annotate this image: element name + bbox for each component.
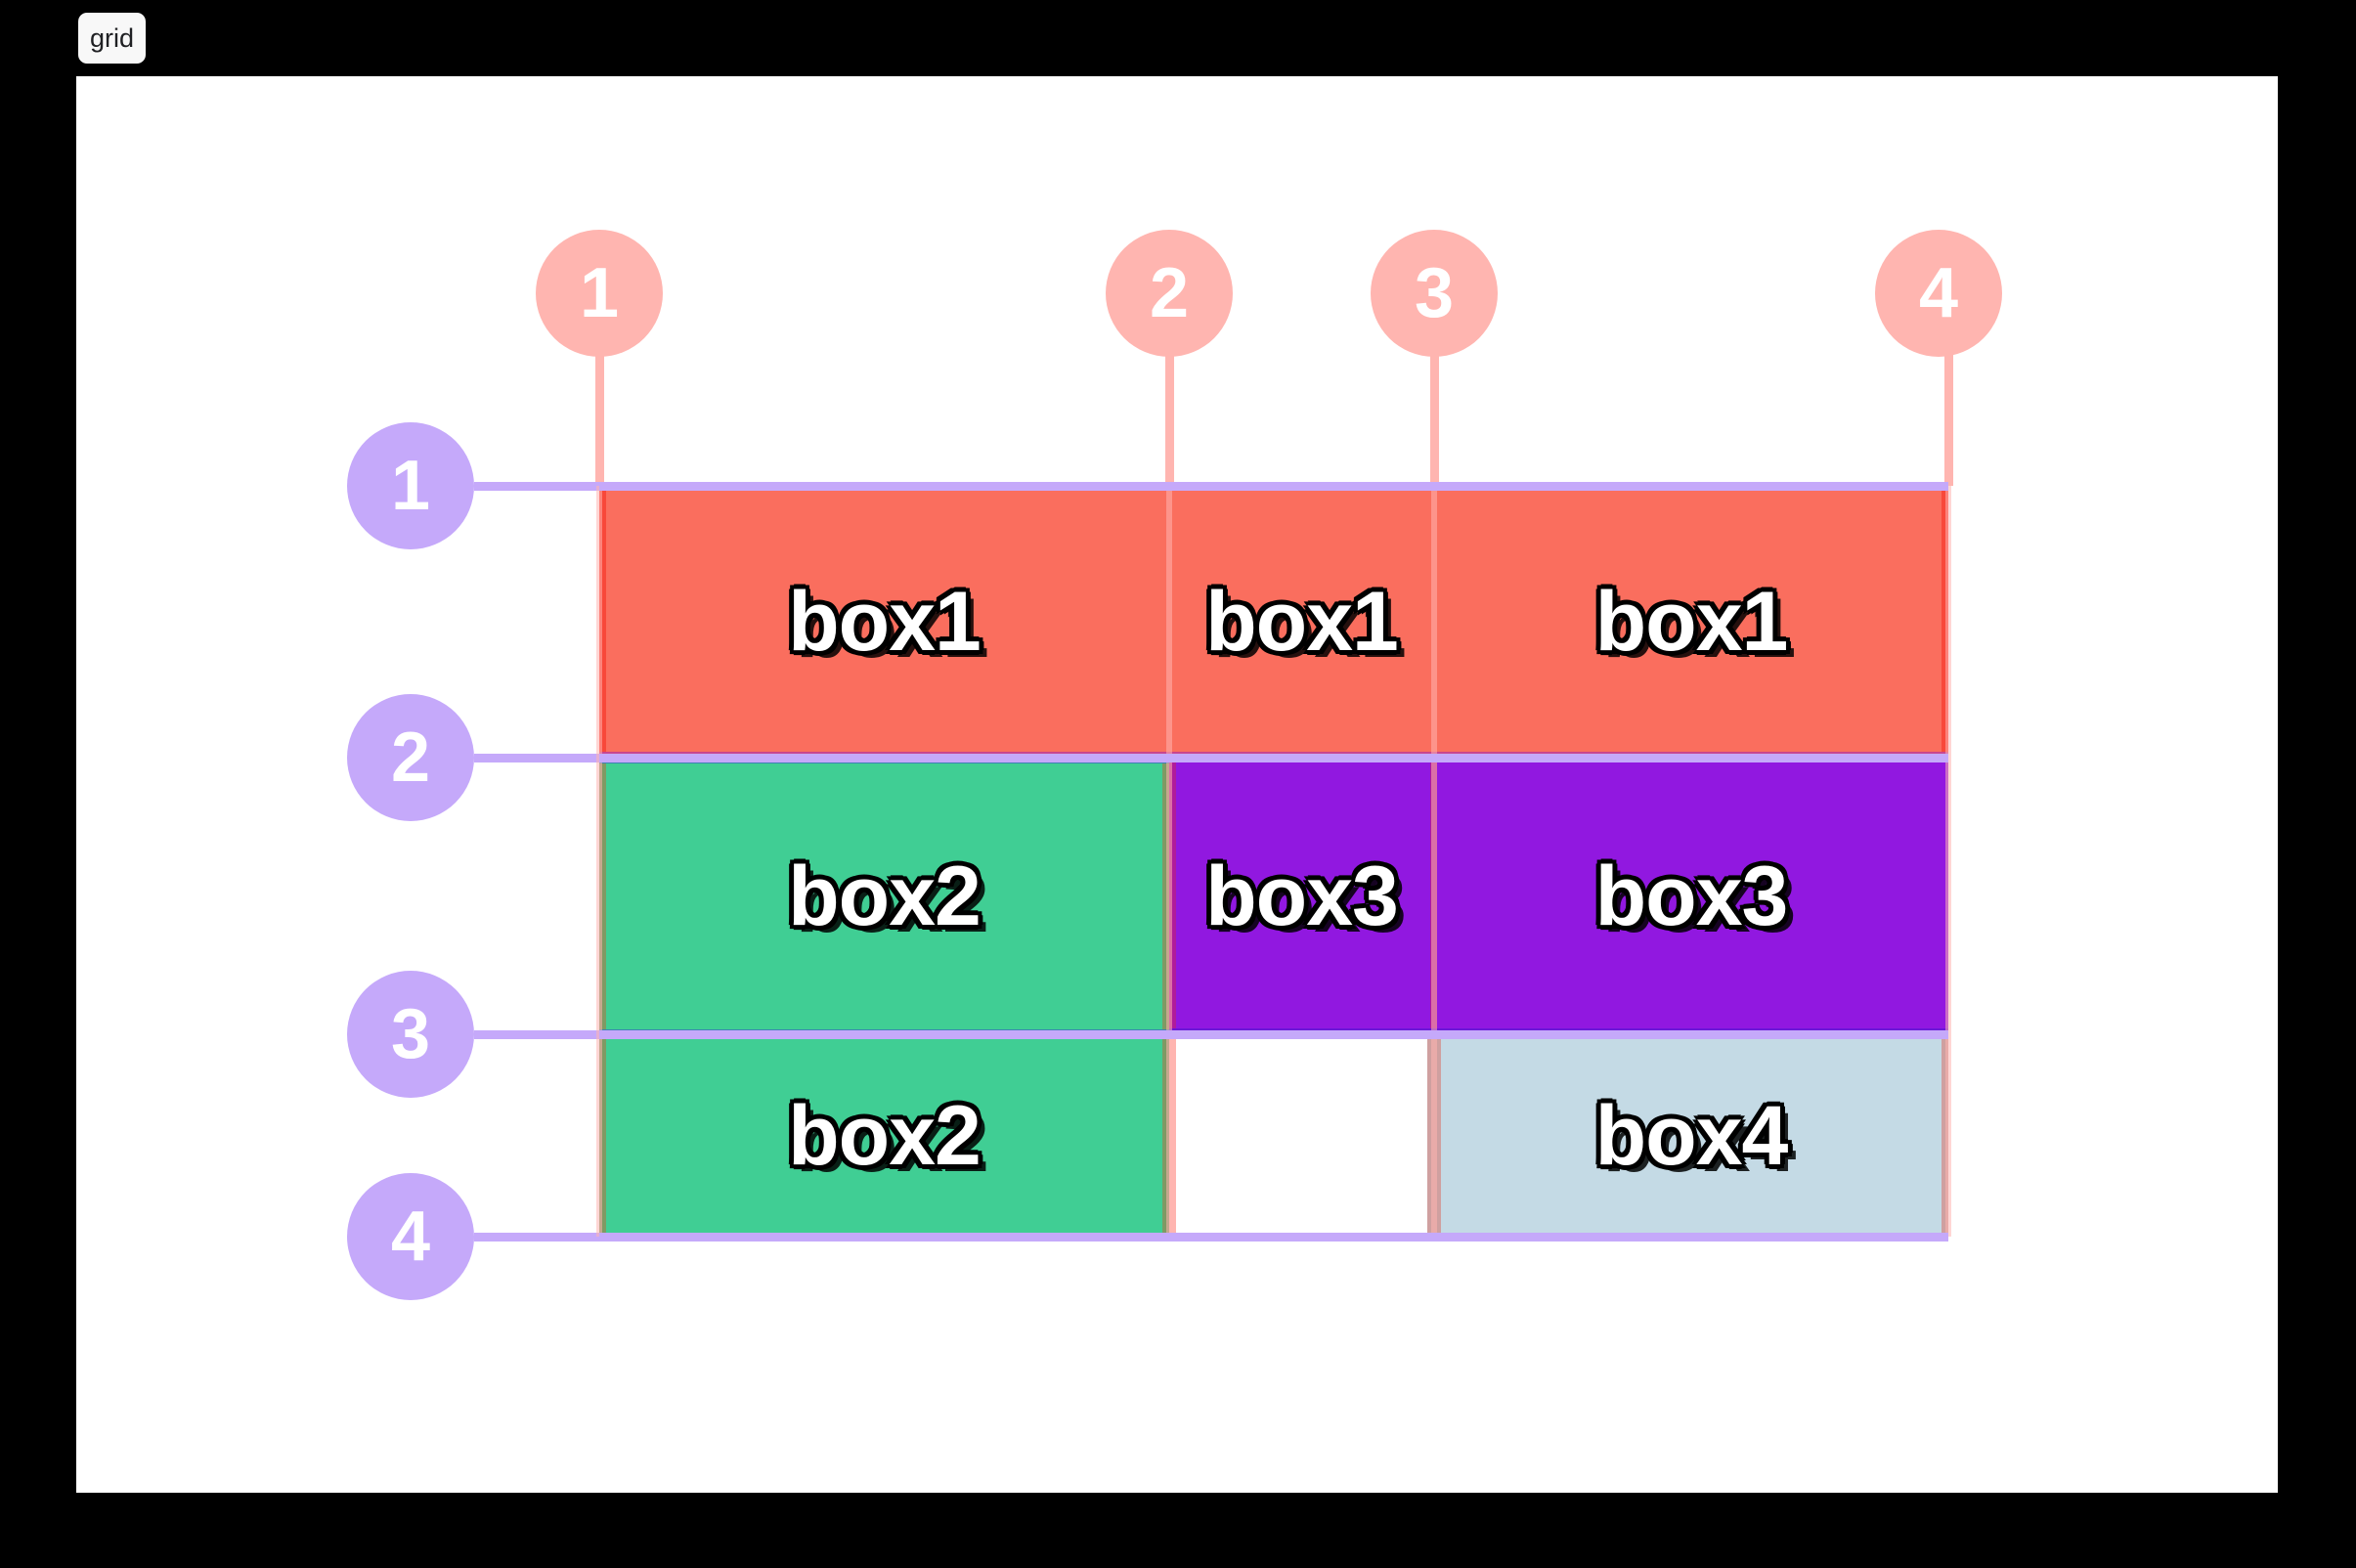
grid-row-line-4	[599, 1233, 1948, 1241]
column-line-badge-1[interactable]: 1	[536, 230, 663, 357]
item-outline-box2-left	[599, 758, 606, 1237]
column-line-badge-3[interactable]: 3	[1371, 230, 1498, 357]
row-line-badge-1[interactable]: 1	[347, 422, 474, 549]
grid-cell-empty[interactable]	[1169, 1034, 1434, 1237]
grid-cell-label: box3	[1205, 849, 1399, 943]
grid-column-line-3	[1431, 486, 1437, 1237]
grid-overlay-badge[interactable]: grid	[78, 13, 147, 64]
grid-cell-box1-a[interactable]: box1	[599, 486, 1169, 758]
grid-cell-label: box2	[788, 1088, 982, 1183]
grid-cell-label: box2	[788, 849, 982, 943]
column-stem-1	[595, 293, 604, 486]
grid-cell-label: box1	[1205, 575, 1399, 669]
row-line-badge-4[interactable]: 4	[347, 1173, 474, 1300]
grid-cell-label: box1	[788, 575, 982, 669]
grid-cell-label: box1	[1594, 575, 1789, 669]
item-outline-box3-left	[1169, 758, 1176, 1034]
item-outline-empty-right	[1427, 1034, 1434, 1237]
column-line-badge-2-label: 2	[1149, 254, 1190, 332]
column-line-badge-4-label: 4	[1918, 254, 1959, 332]
column-line-badge-4[interactable]: 4	[1875, 230, 2002, 357]
column-stem-2	[1165, 293, 1174, 486]
grid-cell-box4-a[interactable]: box4	[1434, 1034, 1948, 1237]
grid-row-line-2	[599, 754, 1948, 762]
row-line-badge-1-label: 1	[390, 447, 431, 525]
grid-container: box1 box1 box1 box2 box3 box3 box2 box4	[599, 486, 1948, 1237]
grid-cell-box2-b[interactable]: box2	[599, 1034, 1169, 1237]
grid-cell-box3-b[interactable]: box3	[1434, 758, 1948, 1034]
grid-cell-box1-c[interactable]: box1	[1434, 486, 1948, 758]
row-line-badge-2-label: 2	[390, 719, 431, 797]
grid-cell-label: box3	[1594, 849, 1789, 943]
column-line-badge-1-label: 1	[579, 254, 620, 332]
grid-column-line-1	[596, 486, 602, 1237]
item-outline-empty-left	[1169, 1034, 1176, 1237]
item-outline-box2-right	[1162, 758, 1169, 1237]
column-stem-4	[1944, 293, 1953, 486]
grid-cell-box1-b[interactable]: box1	[1169, 486, 1434, 758]
item-outline-box1-left	[599, 486, 606, 758]
row-line-badge-3[interactable]: 3	[347, 971, 474, 1098]
grid-cell-box2-a[interactable]: box2	[599, 758, 1169, 1034]
grid-column-line-4	[1945, 486, 1951, 1237]
grid-row-line-1	[599, 482, 1948, 491]
grid-row-line-3	[599, 1030, 1948, 1039]
grid-overlay-badge-label: grid	[90, 22, 135, 53]
row-line-badge-3-label: 3	[390, 995, 431, 1073]
grid-cell-label: box4	[1594, 1088, 1789, 1183]
grid-column-line-2	[1166, 486, 1172, 1237]
item-outline-box1-right	[1942, 486, 1948, 758]
column-stem-3	[1430, 293, 1439, 486]
grid-cell-box3-a[interactable]: box3	[1169, 758, 1434, 1034]
item-outline-box4-left	[1434, 1034, 1441, 1237]
row-line-badge-2[interactable]: 2	[347, 694, 474, 821]
item-outline-box4-right	[1942, 1034, 1948, 1237]
row-line-badge-4-label: 4	[390, 1198, 431, 1276]
column-line-badge-2[interactable]: 2	[1106, 230, 1233, 357]
column-line-badge-3-label: 3	[1414, 254, 1455, 332]
